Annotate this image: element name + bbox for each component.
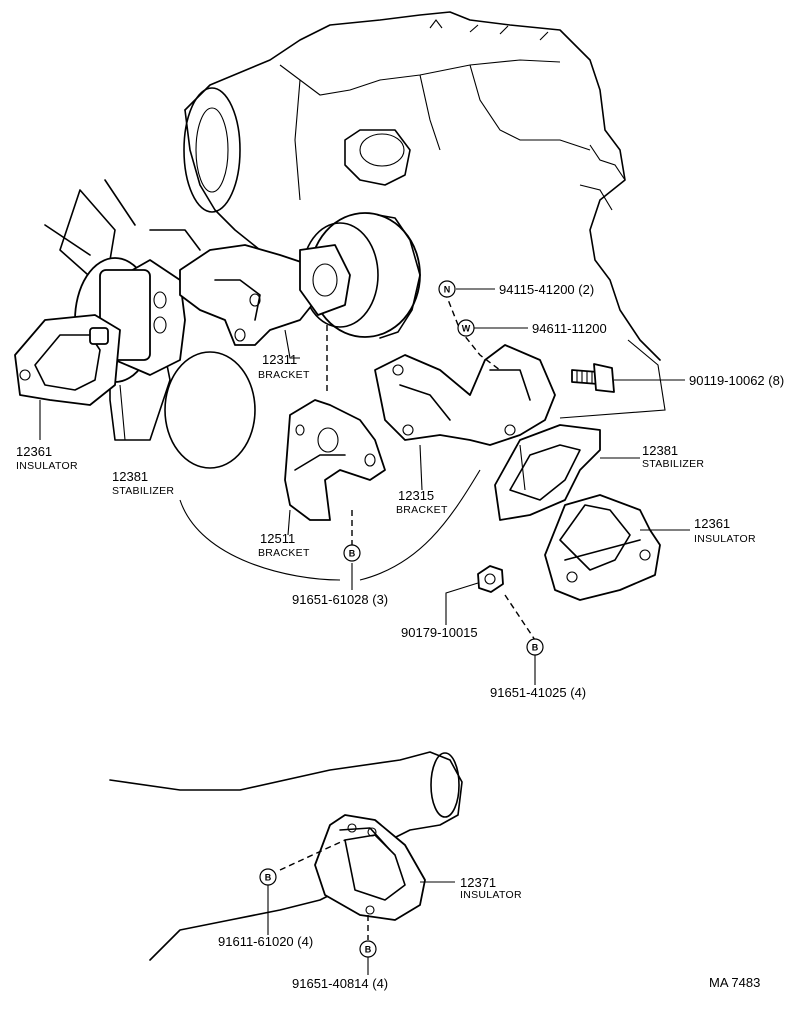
right-stabilizer-drawing bbox=[494, 424, 601, 521]
part-name-insulator-12371: INSULATOR bbox=[460, 889, 522, 901]
bolt-symbol-icon: B bbox=[359, 940, 377, 958]
part-number-12311: 12311 bbox=[262, 352, 297, 367]
part-number-91651-41025: 91651-41025 (4) bbox=[490, 685, 586, 700]
part-number-91651-61028: 91651-61028 (3) bbox=[292, 592, 388, 607]
leader-lines bbox=[39, 288, 690, 975]
diagram-reference-id: MA 7483 bbox=[709, 975, 760, 990]
part-number-91651-40814: 91651-40814 (4) bbox=[292, 976, 388, 991]
bolt-symbol-icon: B bbox=[343, 544, 361, 562]
part-name-bracket-12511: BRACKET bbox=[258, 547, 310, 559]
guide-curves bbox=[179, 469, 481, 581]
right-insulator-drawing bbox=[544, 494, 661, 601]
part-number-12381-right: 12381 bbox=[642, 443, 678, 458]
part-number-12381-left: 12381 bbox=[112, 469, 148, 484]
left-insulator-drawing bbox=[14, 314, 121, 406]
part-number-94611-11200: 94611-11200 bbox=[532, 321, 607, 336]
bracket-12311-drawing bbox=[179, 244, 351, 346]
washer-symbol-icon: W bbox=[457, 319, 475, 337]
part-name-stabilizer-left: STABILIZER bbox=[112, 485, 174, 497]
svg-text:N: N bbox=[444, 285, 451, 295]
svg-text:B: B bbox=[349, 549, 356, 559]
part-name-insulator-right: INSULATOR bbox=[694, 533, 756, 545]
transmission-drawing bbox=[109, 751, 463, 961]
bolt-symbol-icon: B bbox=[526, 638, 544, 656]
nut-symbol-icon: N bbox=[438, 280, 456, 298]
part-number-90119-10062: 90119-10062 (8) bbox=[689, 373, 784, 388]
svg-text:B: B bbox=[265, 873, 272, 883]
bolt-symbol-icon: B bbox=[259, 868, 277, 886]
svg-text:B: B bbox=[532, 643, 539, 653]
part-number-12371: 12371 bbox=[460, 875, 496, 890]
rear-insulator-12371-drawing bbox=[314, 814, 426, 921]
bracket-12315-drawing bbox=[374, 344, 556, 446]
bolt-90119-drawing bbox=[571, 363, 615, 393]
part-name-insulator-left: INSULATOR bbox=[16, 460, 78, 472]
part-number-12315: 12315 bbox=[398, 488, 434, 503]
part-name-stabilizer-right: STABILIZER bbox=[642, 458, 704, 470]
svg-text:B: B bbox=[365, 945, 372, 955]
part-number-12361-right: 12361 bbox=[694, 516, 730, 531]
bracket-12511-drawing bbox=[284, 399, 386, 521]
engine-block-drawing bbox=[183, 11, 661, 361]
part-number-91611-61020: 91611-61020 (4) bbox=[218, 934, 313, 949]
part-number-90179-10015: 90179-10015 bbox=[401, 625, 478, 640]
nut-90179-drawing bbox=[477, 565, 504, 593]
part-name-bracket-12315: BRACKET bbox=[396, 504, 448, 516]
part-number-12361-left: 12361 bbox=[16, 444, 52, 459]
part-number-94115-41200: 94115-41200 (2) bbox=[499, 282, 594, 297]
assembly-dashed-lines bbox=[279, 291, 536, 940]
svg-text:W: W bbox=[462, 324, 471, 334]
part-name-bracket-12311: BRACKET bbox=[258, 369, 310, 381]
part-number-12511: 12511 bbox=[260, 531, 295, 546]
